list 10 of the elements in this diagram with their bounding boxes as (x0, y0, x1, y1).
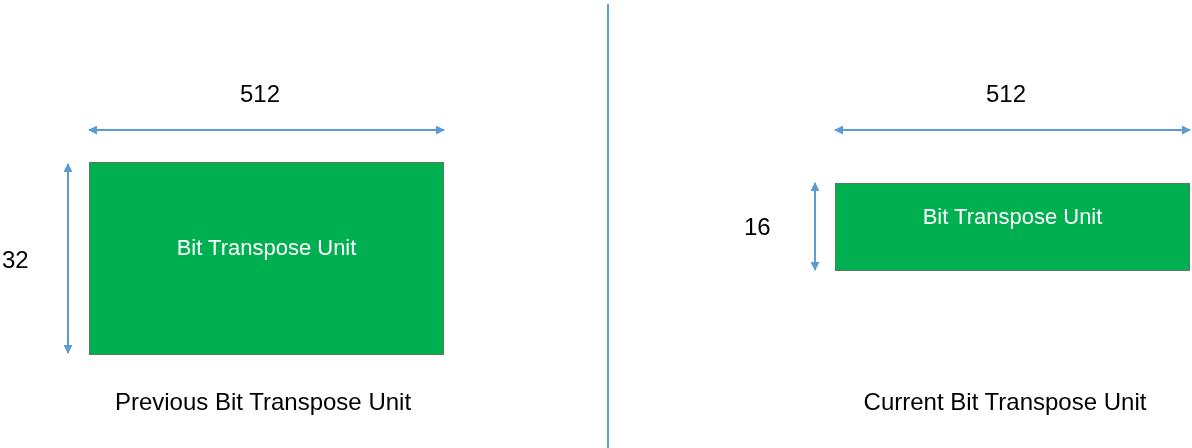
box-label: Bit Transpose Unit (921, 204, 1104, 230)
dimension-label: 512 (986, 80, 1027, 108)
caption: Previous Bit Transpose Unit (114, 388, 412, 416)
dimension-label: 16 (744, 213, 771, 241)
caption: Current Bit Transpose Unit (863, 388, 1147, 416)
unit-box (89, 162, 444, 355)
unit-box (835, 183, 1190, 271)
box-label: Bit Transpose Unit (175, 235, 358, 261)
dimension-label: 32 (2, 246, 29, 274)
dimension-label: 512 (240, 80, 281, 108)
